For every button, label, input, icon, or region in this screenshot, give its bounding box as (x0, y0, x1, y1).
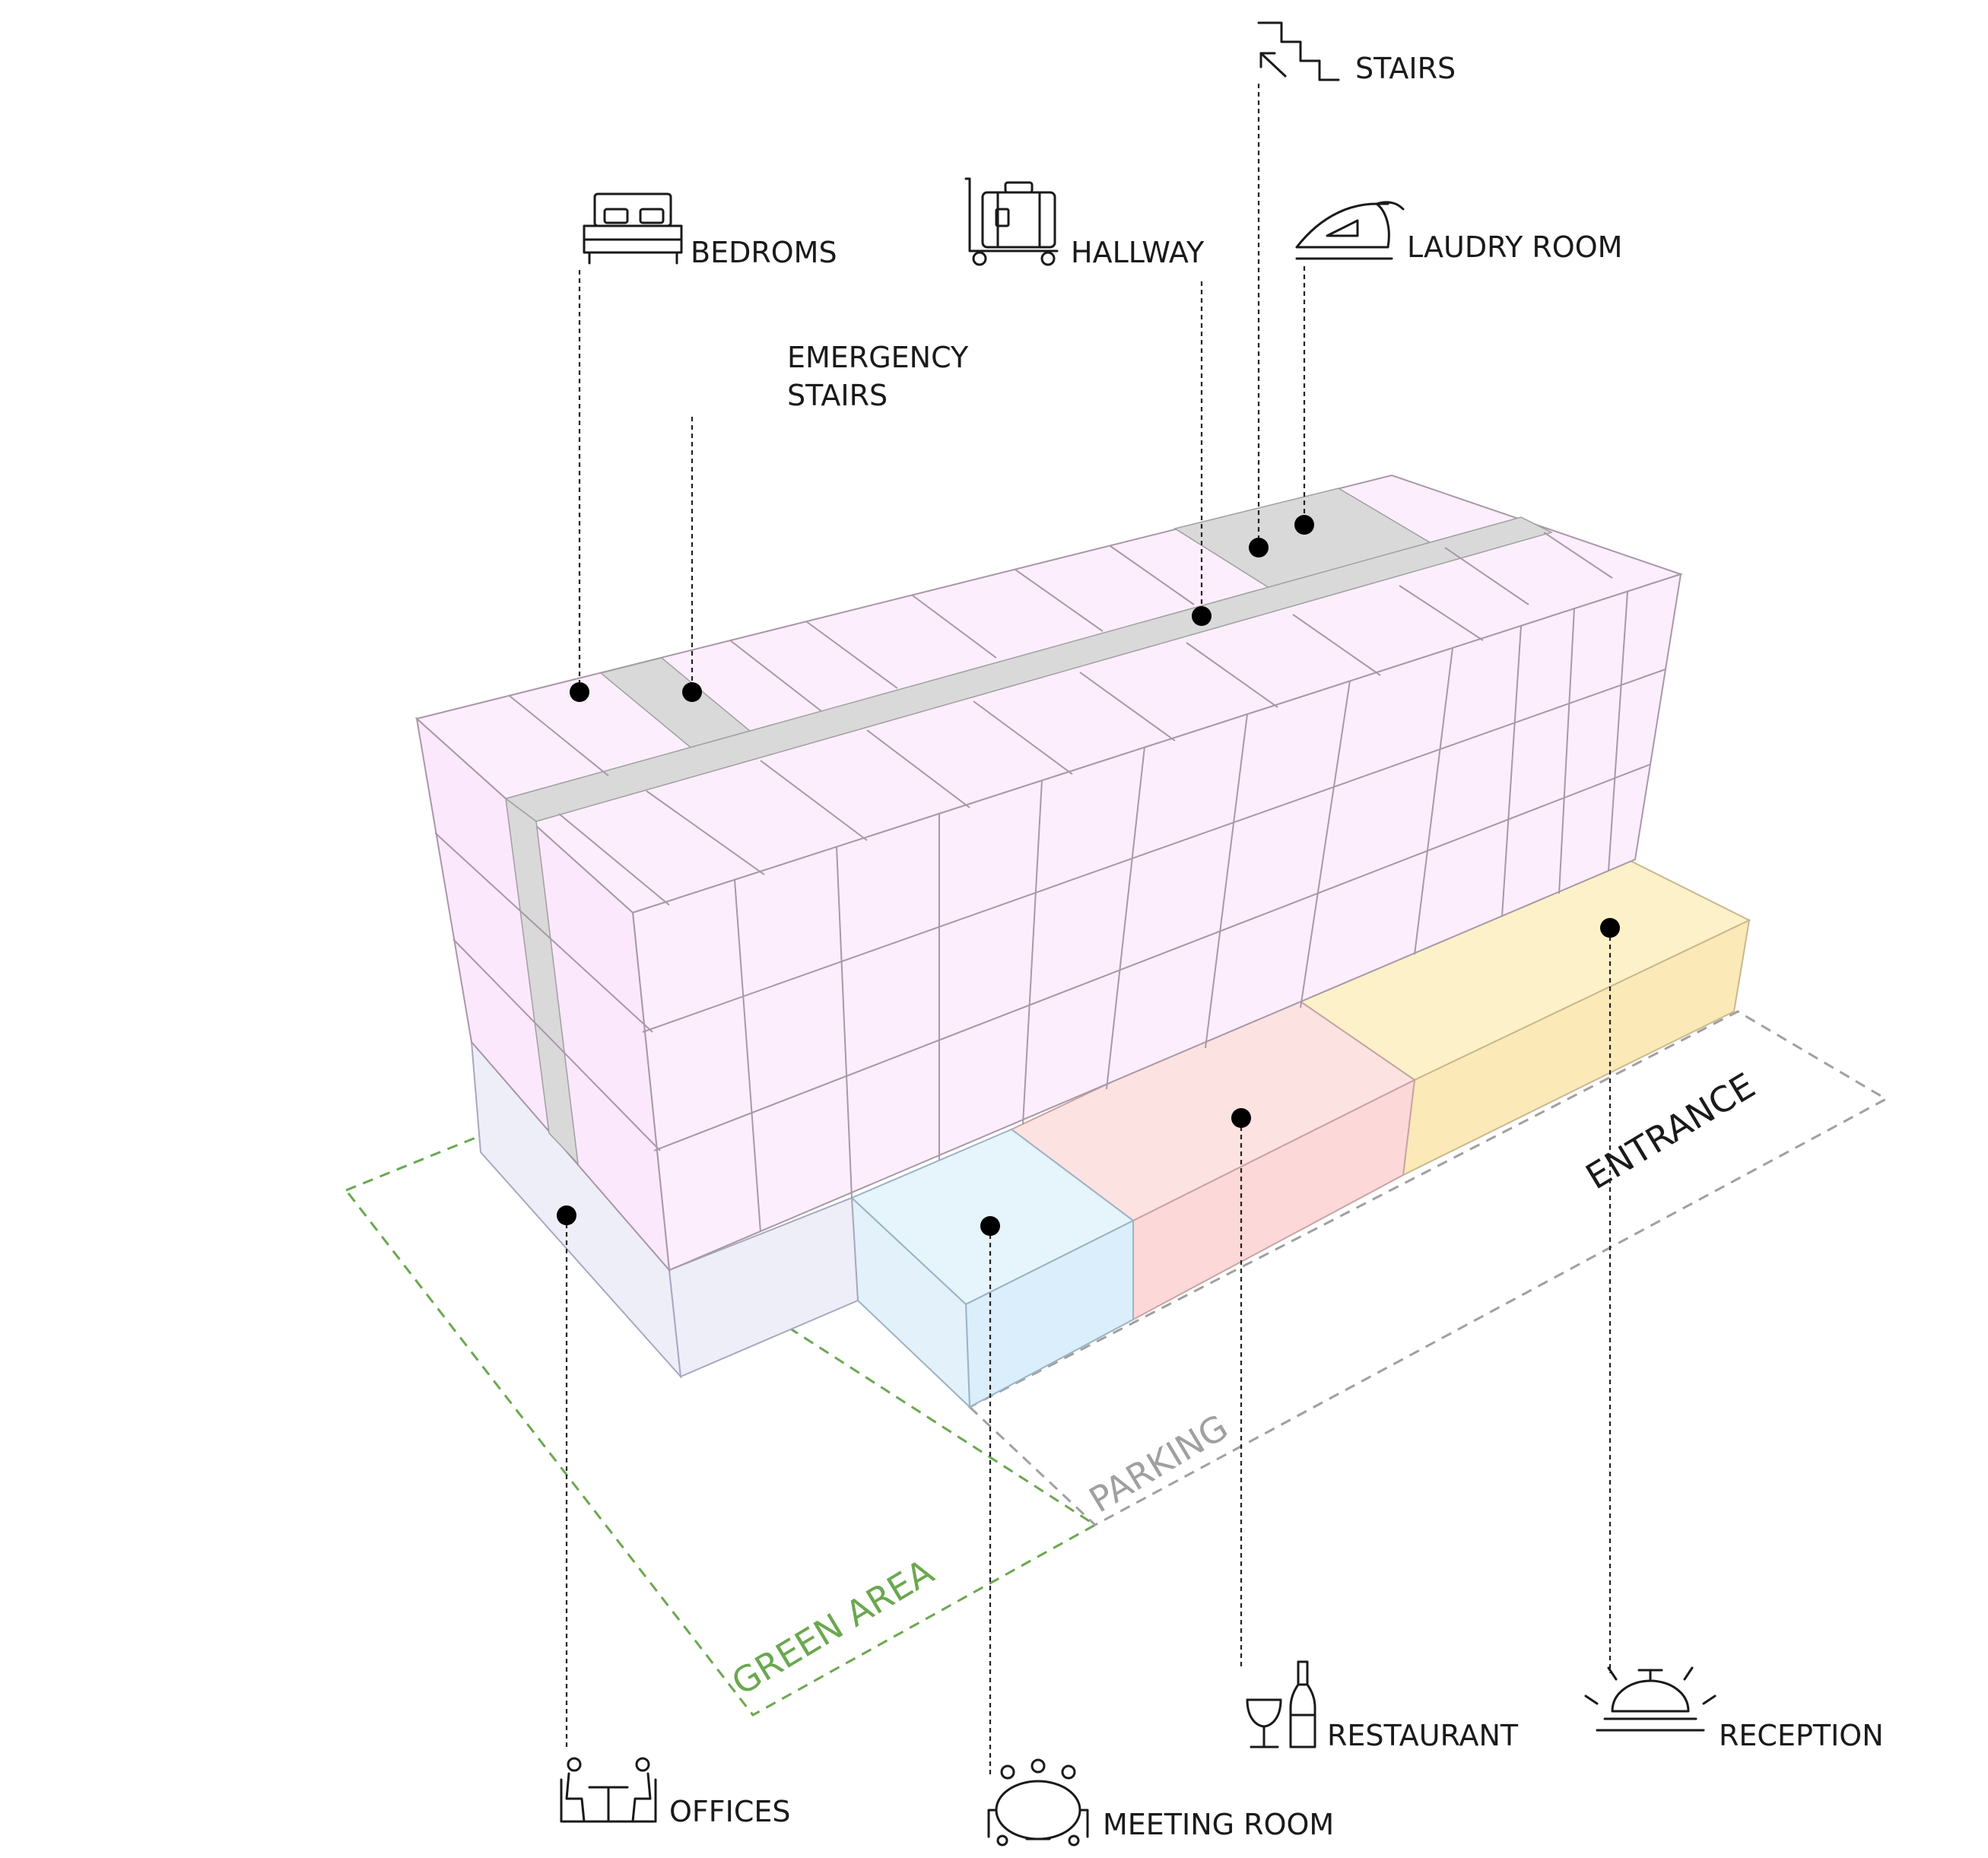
hallway-label: HALLWAY (1071, 236, 1205, 269)
tower-front-grid (642, 591, 1666, 1233)
wine-bottle-icon (1246, 1660, 1316, 1748)
luggage-cart-icon (964, 177, 1059, 266)
iron-icon (1295, 201, 1405, 260)
reception-bell-icon (1584, 1666, 1716, 1732)
labels: STAIRS BEDROMS HALLWAY LAUDRY ROOM EMERG… (669, 52, 1884, 1841)
parking-label: PARKING (1082, 1406, 1235, 1520)
tower-top-grid (509, 532, 1613, 906)
offices-label: OFFICES (669, 1795, 791, 1828)
leader-lines (565, 84, 1612, 1776)
restaurant-label: RESTAURANT (1327, 1719, 1519, 1752)
meeting-marker (980, 1216, 1000, 1236)
meeting-table-icon (987, 1758, 1089, 1847)
office-desk-icon (560, 1757, 657, 1823)
offices-block-front (668, 1196, 859, 1378)
meeting-room-label: MEETING ROOM (1103, 1808, 1334, 1841)
bedrooms-marker (570, 682, 589, 702)
bedroom-tower (414, 474, 1684, 1273)
laundry-label: LAUDRY ROOM (1407, 230, 1622, 264)
bedrooms-label: BEDROMS (691, 236, 837, 269)
green-area-outline (344, 1132, 1097, 1717)
entrance-label: ENTRANCE (1579, 1065, 1762, 1197)
tower-end-grid (434, 832, 661, 1151)
stairs-label: STAIRS (1355, 52, 1456, 85)
bed-icon (583, 192, 683, 265)
emergency-stairs-label-line1: EMERGENCY (787, 341, 969, 374)
emergency-stairs-label-line2: STAIRS (787, 379, 888, 412)
restaurant-marker (1231, 1108, 1251, 1128)
green-area-label: GREEN AREA (725, 1551, 941, 1703)
reception-marker (1600, 918, 1620, 938)
hallway-marker (1192, 606, 1212, 626)
reception-label: RECEPTION (1719, 1719, 1884, 1752)
markers (557, 515, 1620, 1236)
offices-marker (557, 1205, 576, 1225)
emergency-stairs-marker (682, 682, 702, 702)
stairs-icon (1257, 21, 1340, 81)
parking-outline (967, 1010, 1889, 1526)
laundry-marker (1294, 515, 1314, 535)
stairs-marker (1249, 538, 1269, 557)
